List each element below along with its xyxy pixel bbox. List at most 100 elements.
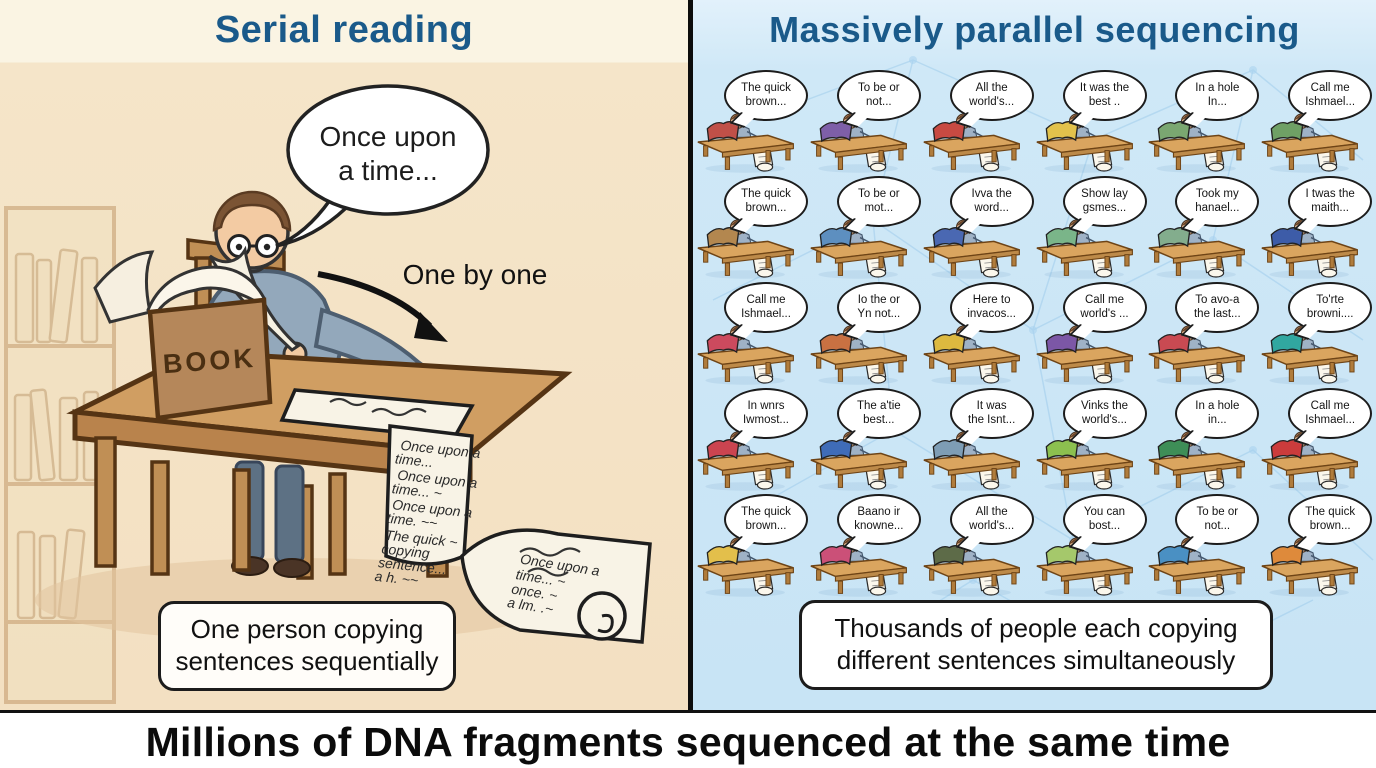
mini-book-icon (819, 439, 853, 461)
desk-cell: To be or not... (809, 70, 922, 176)
mini-speech-bubble: In a hole In... (1175, 70, 1260, 121)
mini-book-icon (932, 121, 965, 143)
mini-desk-icon (1261, 134, 1359, 170)
mini-speech-bubble: It was the best .. (1062, 70, 1147, 121)
mini-desk-scene (923, 113, 1020, 173)
serial-reading-panel: Serial reading (0, 0, 688, 710)
mini-desk-scene (1036, 113, 1133, 173)
desk-cell: The quick brown... (696, 176, 809, 282)
mini-book-icon (1270, 439, 1304, 461)
mini-desk-icon (810, 240, 907, 276)
mini-speech-bubble: Io the or Yn not... (836, 282, 921, 333)
mini-book-icon (932, 439, 965, 461)
mini-book-icon (1157, 545, 1191, 567)
desk-cell: To avo-a the last... (1147, 282, 1260, 388)
desk-cell: Vinks the world's... (1035, 388, 1148, 494)
mini-speech-bubble: To be or not... (1175, 494, 1260, 545)
svg-text:time...: time... (394, 450, 434, 470)
svg-text:time... ~: time... ~ (391, 480, 443, 501)
desk-cell: The quick brown... (696, 70, 809, 176)
desk-cell: Call me Ishmael... (1260, 388, 1373, 494)
desk-cell: It was the best .. (1035, 70, 1148, 176)
mini-desk-icon (1148, 452, 1246, 488)
mini-book-icon (932, 227, 965, 249)
mini-speech-bubble: Call me Ishmael... (724, 282, 808, 333)
panel-divider (688, 0, 693, 710)
mini-speech-bubble: To avo-a the last... (1175, 282, 1260, 333)
mini-book-icon (819, 227, 853, 249)
mini-book-icon (1045, 121, 1078, 143)
mini-desk-scene (697, 325, 794, 385)
desk-cell: You can bost... (1035, 494, 1148, 600)
mini-desk-icon (1261, 452, 1359, 488)
serial-reading-illustration: BOOK Once upon a time... Once u (4, 84, 652, 704)
desk-cell: To be or not... (1147, 494, 1260, 600)
right-panel-title: Massively parallel sequencing (769, 9, 1300, 50)
mini-book-icon (1045, 545, 1078, 567)
mini-desk-icon (1148, 240, 1246, 276)
mini-book-icon (1045, 439, 1078, 461)
mini-speech-bubble: The quick brown... (724, 176, 808, 227)
svg-text:The quick ~: The quick ~ (384, 527, 458, 551)
desk-cell: In wnrs Iwmost... (696, 388, 809, 494)
mini-desk-icon (923, 240, 1020, 276)
desk-cell: To'rte browni.... (1260, 282, 1373, 388)
svg-text:time. ~~: time. ~~ (386, 510, 438, 531)
mini-desk-scene (697, 537, 794, 597)
desk-cell: All the world's... (922, 494, 1035, 600)
svg-text:a lm. .~: a lm. .~ (506, 594, 554, 617)
mini-desk-icon (1148, 134, 1246, 170)
desk-cell: Show lay gsmes... (1035, 176, 1148, 282)
mini-speech-bubble: To be or not... (836, 70, 921, 121)
mini-desk-icon (810, 346, 907, 382)
mini-book-icon (706, 439, 740, 461)
mini-desk-icon (1036, 134, 1133, 170)
mini-desk-scene (1036, 431, 1133, 491)
mini-desk-scene (1148, 113, 1246, 173)
desk-cell: The quick brown... (1260, 494, 1373, 600)
mini-speech-bubble: It was the Isnt... (949, 388, 1034, 439)
mini-speech-bubble: Show lay gsmes... (1062, 176, 1147, 227)
desk-cell: To be or mot... (809, 176, 922, 282)
desk-cell: In a hole in... (1147, 388, 1260, 494)
desk-cell: Took my hanael... (1147, 176, 1260, 282)
mini-speech-bubble: I twas the maith... (1288, 176, 1373, 227)
mini-book-icon (706, 227, 740, 249)
mini-desk-scene (697, 431, 794, 491)
mini-speech-bubble: All the world's... (949, 494, 1034, 545)
mini-book-icon (1270, 227, 1304, 249)
mini-desk-icon (810, 452, 907, 488)
mini-speech-bubble: The a'tie best... (836, 388, 921, 439)
mini-desk-scene (810, 219, 907, 279)
mini-book-icon (1045, 227, 1078, 249)
mini-speech-bubble: Took my hanael... (1175, 176, 1260, 227)
mini-book-icon (706, 333, 740, 355)
mini-book-icon (706, 545, 740, 567)
mini-book-icon (932, 545, 965, 567)
scroll-handwriting: Once upon a time... Once upon a time... … (374, 437, 481, 588)
mini-book-icon (819, 545, 853, 567)
mini-desk-icon (697, 346, 794, 382)
mini-book-icon (819, 121, 853, 143)
mini-book-icon (1157, 439, 1191, 461)
scroll-tail-handwriting: Once upon a time... ~ once. ~ a lm. .~ (506, 551, 601, 618)
mini-desk-icon (1261, 240, 1359, 276)
desk-cell: I twas the maith... (1260, 176, 1373, 282)
mini-desk-icon (1036, 558, 1133, 594)
bottom-banner: Millions of DNA fragments sequenced at t… (0, 710, 1376, 768)
desk-grid: The quick brown... (696, 70, 1373, 600)
mini-book-icon (1157, 333, 1191, 355)
mini-desk-icon (923, 558, 1020, 594)
svg-text:time... ~: time... ~ (515, 566, 567, 590)
mini-desk-icon (923, 134, 1020, 170)
mini-speech-bubble: In wnrs Iwmost... (724, 388, 808, 439)
mini-desk-scene (923, 325, 1020, 385)
mini-desk-scene (923, 431, 1020, 491)
mini-desk-icon (923, 346, 1020, 382)
mini-book-icon (706, 121, 740, 143)
left-caption-box: One person copying sentences sequentiall… (158, 601, 456, 691)
desk-cell: Call me Ishmael... (696, 282, 809, 388)
speech-bubble: Once upon a time... (275, 84, 490, 248)
mini-book-icon (1157, 227, 1191, 249)
